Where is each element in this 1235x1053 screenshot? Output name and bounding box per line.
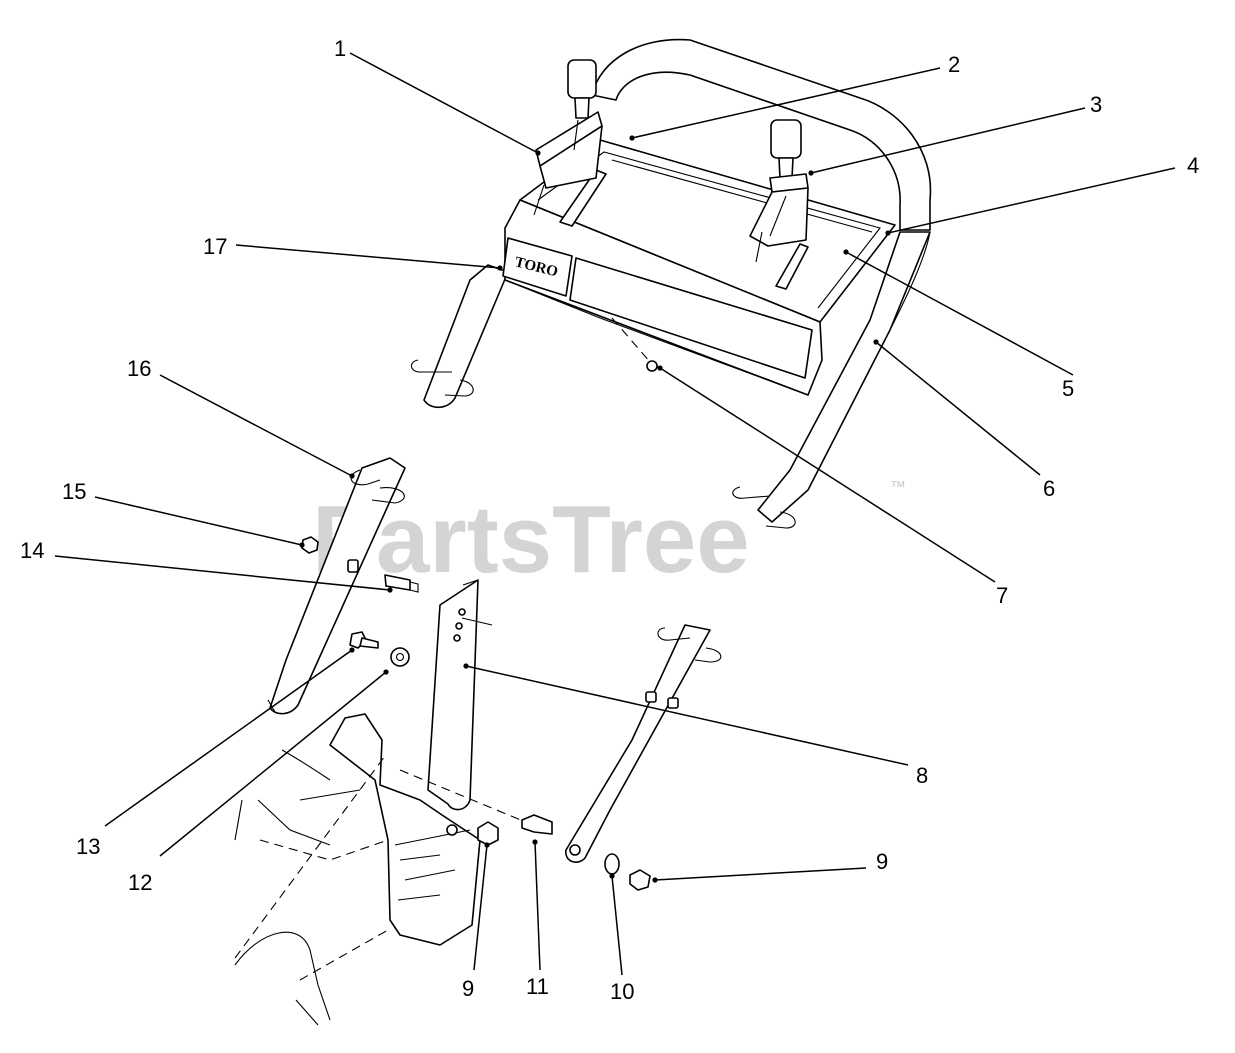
callout-5: 5 xyxy=(1062,376,1074,401)
callout-8: 8 xyxy=(916,763,928,788)
callout-12: 12 xyxy=(128,870,152,895)
callout-2: 2 xyxy=(948,52,960,77)
upper-handle xyxy=(410,38,932,529)
callout-7: 7 xyxy=(996,583,1008,608)
nut-9-right xyxy=(629,869,651,891)
watermark: PartsTree ™ xyxy=(312,479,906,593)
callout-6: 6 xyxy=(1043,476,1055,501)
control-panel: TORO xyxy=(502,139,896,396)
callout-10: 10 xyxy=(610,979,634,1004)
callout-1: 1 xyxy=(334,36,346,61)
lower-handle-right xyxy=(565,624,722,863)
callout-9-right: 9 xyxy=(876,849,888,874)
nut-9-left xyxy=(477,821,499,846)
callout-16: 16 xyxy=(127,356,151,381)
callout-leaders xyxy=(54,52,1176,976)
nut-15 xyxy=(301,536,319,554)
callout-17: 17 xyxy=(203,234,227,259)
hardware xyxy=(301,536,651,891)
center-bracket xyxy=(427,579,493,811)
shift-lever-left xyxy=(533,59,603,216)
washer-10 xyxy=(604,853,620,875)
bolt-11 xyxy=(521,814,553,835)
callout-14: 14 xyxy=(20,538,44,563)
washer-12 xyxy=(390,647,410,667)
watermark-trademark: ™ xyxy=(890,479,906,496)
callout-4: 4 xyxy=(1187,153,1199,178)
mower-body xyxy=(234,713,541,1026)
callout-3: 3 xyxy=(1090,92,1102,117)
callout-11: 11 xyxy=(526,974,549,999)
callout-15: 15 xyxy=(62,479,86,504)
shift-lever-right xyxy=(749,119,809,263)
callout-9-left: 9 xyxy=(462,976,474,1001)
callout-13: 13 xyxy=(76,834,100,859)
callout-labels: 1 2 3 4 5 6 7 8 9 9 10 11 12 13 14 15 16… xyxy=(20,36,1199,1004)
